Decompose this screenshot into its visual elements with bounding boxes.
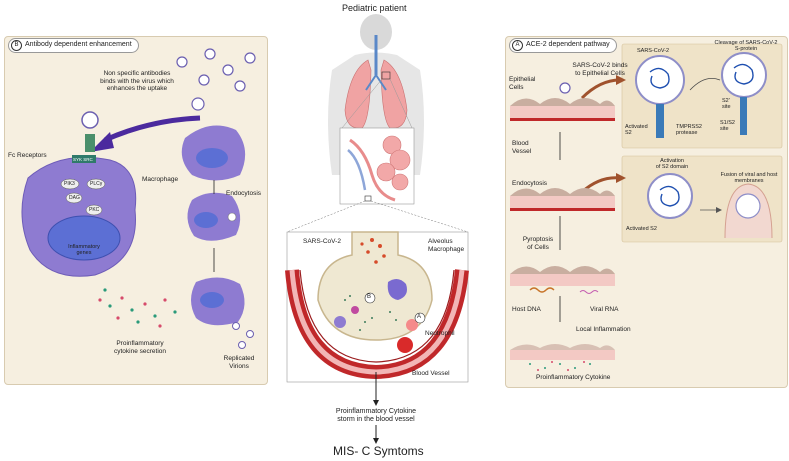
pyroptosis-label: Pyroptosis of Cells: [522, 236, 554, 251]
inflammatory-genes-label: Inflammatory genes: [68, 244, 100, 256]
inset1-tmprss-label: TMPRSS2 protease: [676, 124, 702, 136]
sars-label: SARS-CoV-2: [303, 238, 341, 245]
endocytosis-label-b: Endocytosis: [226, 190, 262, 197]
outcome-title: MIS- C Symtoms: [333, 444, 424, 458]
marker-b: B: [367, 294, 372, 300]
inset2-activation-label: Activation of S2 domain: [655, 158, 689, 170]
alveolus-macrophage-label: Alveolus Macrophage: [428, 238, 465, 253]
local-inflammation-label: Local Inflammation: [576, 326, 631, 333]
sars-binds-label: SARS-CoV-2 binds to Epithelial Cells: [572, 62, 628, 77]
panel-a-letter: A: [512, 40, 523, 51]
syk-label: SYK SRC: [73, 157, 93, 162]
blood-vessel-label: Blood Vessel: [412, 370, 450, 377]
endocytosis-label-a: Endocytosis: [512, 180, 548, 187]
dag-label: DAG: [69, 195, 80, 201]
proinflammatory-cytokine-label: Proinflammatory Cytokine: [536, 374, 611, 381]
inset1-cleavage-label: Cleavage of SARS-CoV-2 S-protein: [714, 40, 778, 52]
neutrophil-label: Neutrophil: [425, 330, 455, 337]
epithelial-cells-label: Epithelial Cells: [509, 76, 536, 91]
inset2-activated-label: Activated S2: [626, 226, 657, 232]
replicated-virions-label: Replicated Virions: [223, 355, 255, 370]
pkc-label: PKC: [89, 207, 100, 213]
plc-label: PLCγ: [90, 181, 103, 187]
inset1-sars-label: SARS-CoV-2: [637, 48, 670, 54]
macrophage-label: Macrophage: [142, 176, 179, 183]
inset1-activated-label: Activated S2: [625, 124, 648, 136]
panel-b-letter: B: [11, 40, 22, 51]
fc-receptors-label: Fc Receptors: [8, 152, 47, 159]
inset1-s1s2-label: S1/S2 site: [720, 120, 735, 132]
marker-a: A: [417, 314, 422, 320]
nonspecific-antibodies-label: Non specific antibodies binds with the v…: [100, 70, 174, 92]
host-dna-label: Host DNA: [512, 306, 541, 313]
center-title: Pediatric patient: [342, 3, 407, 13]
blood-vessel-label-a: Blood Vessel: [512, 140, 532, 155]
panel-b-title: Antibody dependent enhancement: [25, 41, 132, 48]
pi3k-label: PIK3: [64, 181, 75, 187]
viral-rna-label: Viral RNA: [590, 306, 619, 313]
panel-a-title: ACE-2 dependent pathway: [526, 41, 610, 48]
storm-label: Proinflammatory Cytokine storm in the bl…: [335, 408, 417, 423]
cytokine-secretion-label: Proinflammatory cytokine secretion: [113, 340, 167, 355]
inset2-fusion-label: Fusion of viral and host membranes: [720, 172, 778, 184]
inset1-s2prime-label: S2' site: [722, 98, 731, 110]
